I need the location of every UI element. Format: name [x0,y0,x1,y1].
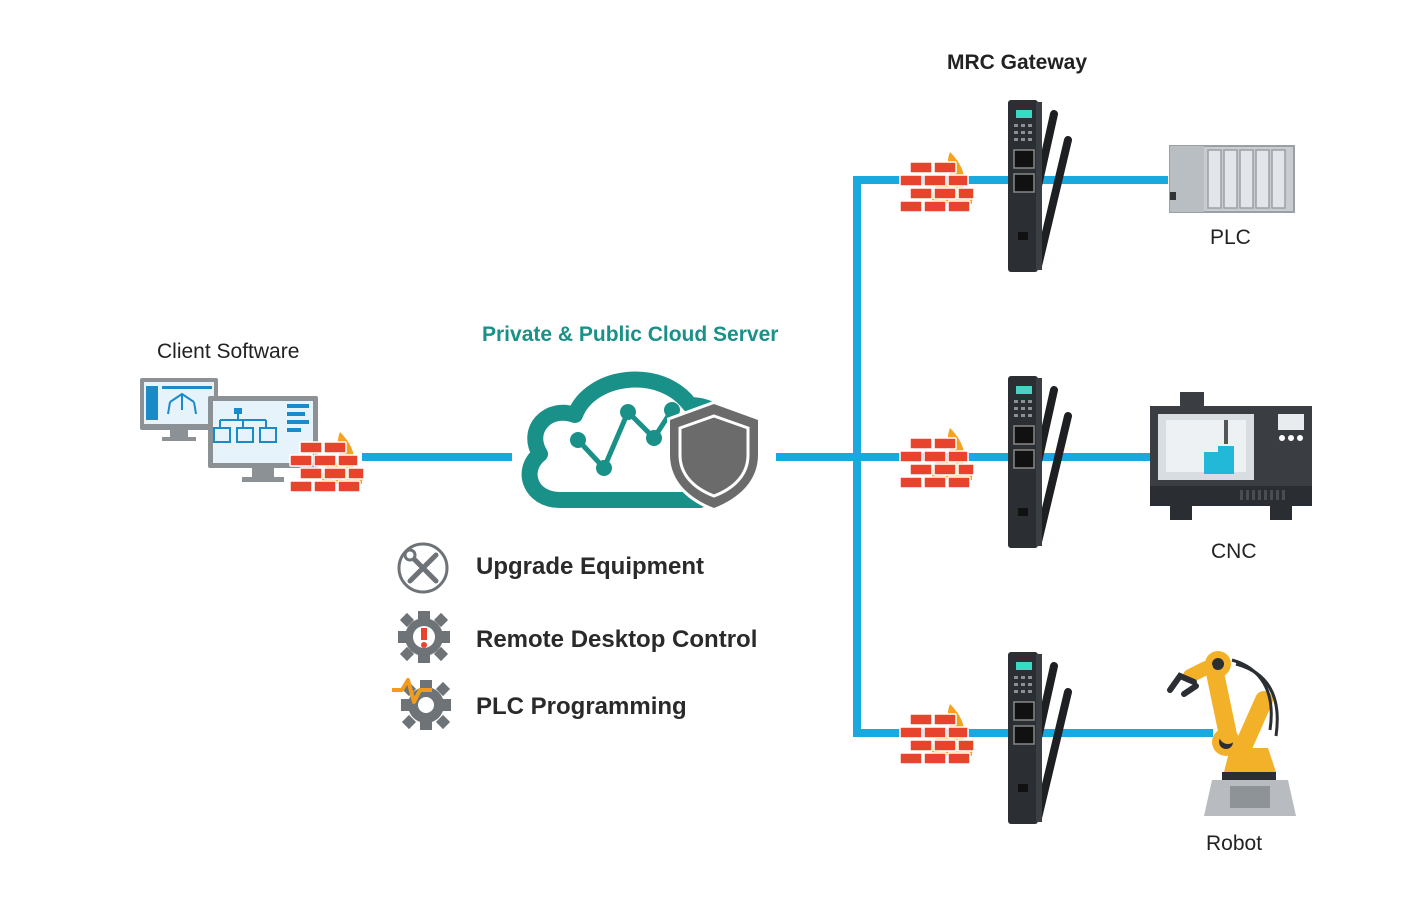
gear-alert-icon [398,611,450,663]
tools-icon [397,542,449,594]
cnc-label: CNC [1211,540,1257,563]
firewall-icon-robot [899,703,975,765]
cloud-server-label: Private & Public Cloud Server [482,323,779,346]
feature-remote-desktop-control: Remote Desktop Control [476,626,758,653]
mrc-gateway-robot [1008,652,1068,824]
client-monitors-icon [140,378,318,482]
cnc-machine-icon [1150,392,1312,520]
plc-label: PLC [1210,226,1251,249]
shield-icon [667,400,761,512]
firewall-icon-plc [899,151,975,213]
feature-plc-programming: PLC Programming [476,693,687,720]
robot-label: Robot [1206,832,1263,855]
mrc-gateway-plc [1008,100,1068,272]
mrc-gateway-cnc [1008,376,1068,548]
feature-upgrade-equipment: Upgrade Equipment [476,553,705,580]
robot-arm-icon [1167,651,1296,816]
gateway-label: MRC Gateway [947,51,1088,74]
plc-icon [1169,145,1295,213]
gear-signal-icon [392,678,451,730]
firewall-icon-cnc [899,427,975,489]
client-software-label: Client Software [157,340,300,363]
